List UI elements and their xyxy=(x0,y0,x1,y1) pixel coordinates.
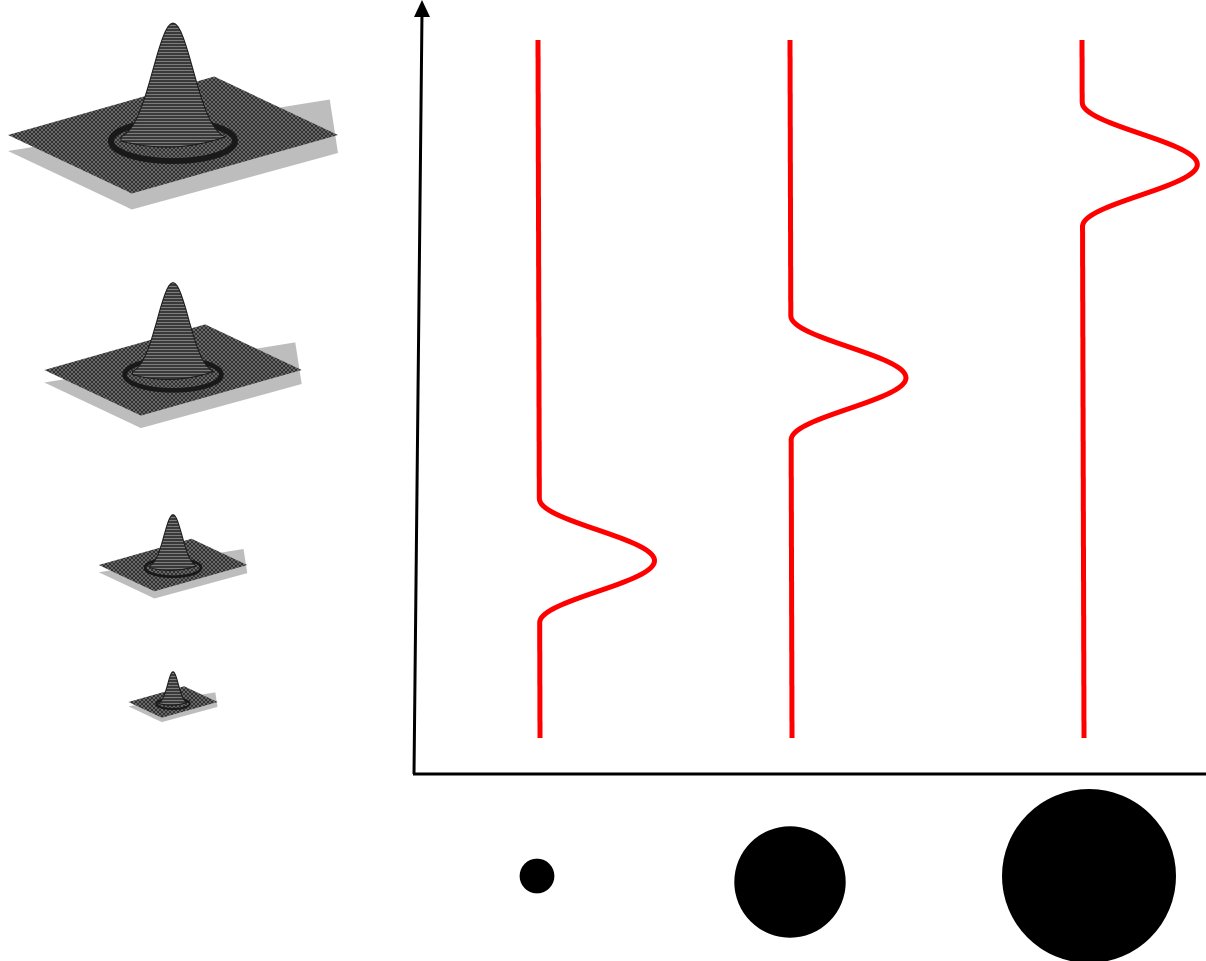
response-curve-medium xyxy=(787,39,909,739)
surface-scale-largest xyxy=(8,22,338,210)
surface-peak xyxy=(131,282,215,380)
surface-peak xyxy=(120,22,227,148)
surface-peak xyxy=(149,514,198,571)
disc-large xyxy=(1002,789,1176,961)
axes xyxy=(412,0,1206,776)
surface-scale-small xyxy=(128,671,218,723)
scale-discs xyxy=(519,789,1176,961)
surface-scale-medium xyxy=(98,514,248,599)
disc-small xyxy=(519,858,555,894)
surface-peak xyxy=(158,671,189,706)
response-curve-small xyxy=(535,39,657,739)
disc-medium xyxy=(734,826,846,938)
y-axis-arrow-icon xyxy=(414,0,430,17)
y-axis xyxy=(412,11,424,775)
response-curves xyxy=(535,39,1200,739)
surface-stack xyxy=(8,22,338,723)
response-curve-large xyxy=(1079,39,1200,739)
surface-scale-large xyxy=(44,282,302,429)
